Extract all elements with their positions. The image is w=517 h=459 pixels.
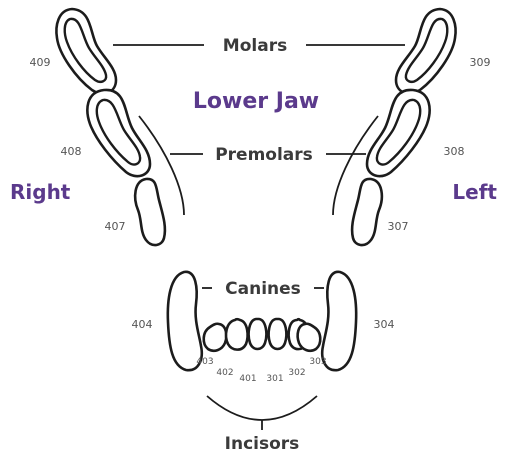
tooth-number-309: 309 [470,56,491,69]
tooth-number-402: 402 [216,368,233,378]
molars-label: Molars [223,36,287,56]
tooth-408[interactable] [87,90,150,176]
tooth-401[interactable] [249,319,267,349]
tooth-309[interactable] [396,9,456,94]
tooth-number-403: 403 [196,357,213,367]
tooth-402[interactable] [226,319,248,349]
tooth-number-407: 407 [105,220,126,233]
tooth-number-308: 308 [444,145,465,158]
tooth-number-404: 404 [132,318,153,331]
right-side-label: Right [10,180,71,204]
incisors-label: Incisors [225,434,300,454]
tooth-409[interactable] [56,9,116,94]
tooth-307[interactable] [352,179,382,245]
tooth-number-307: 307 [388,220,409,233]
diagram-title: Lower Jaw [193,89,319,114]
premolars-label: Premolars [215,145,313,165]
tooth-number-301: 301 [266,374,283,384]
tooth-308[interactable] [367,90,430,176]
tooth-304[interactable] [322,272,356,370]
tooth-number-304: 304 [374,318,395,331]
tooth-number-303: 303 [309,357,326,367]
tooth-number-302: 302 [288,368,305,378]
tooth-303[interactable] [298,324,321,351]
tooth-number-408: 408 [61,145,82,158]
tooth-407[interactable] [135,179,165,245]
tooth-number-401: 401 [239,374,256,384]
incisors-arc [207,396,317,420]
tooth-404[interactable] [168,272,202,370]
tooth-301[interactable] [269,319,287,349]
canines-label: Canines [225,279,301,299]
left-side-label: Left [452,180,497,204]
tooth-403[interactable] [204,324,227,351]
tooth-number-409: 409 [30,56,51,69]
